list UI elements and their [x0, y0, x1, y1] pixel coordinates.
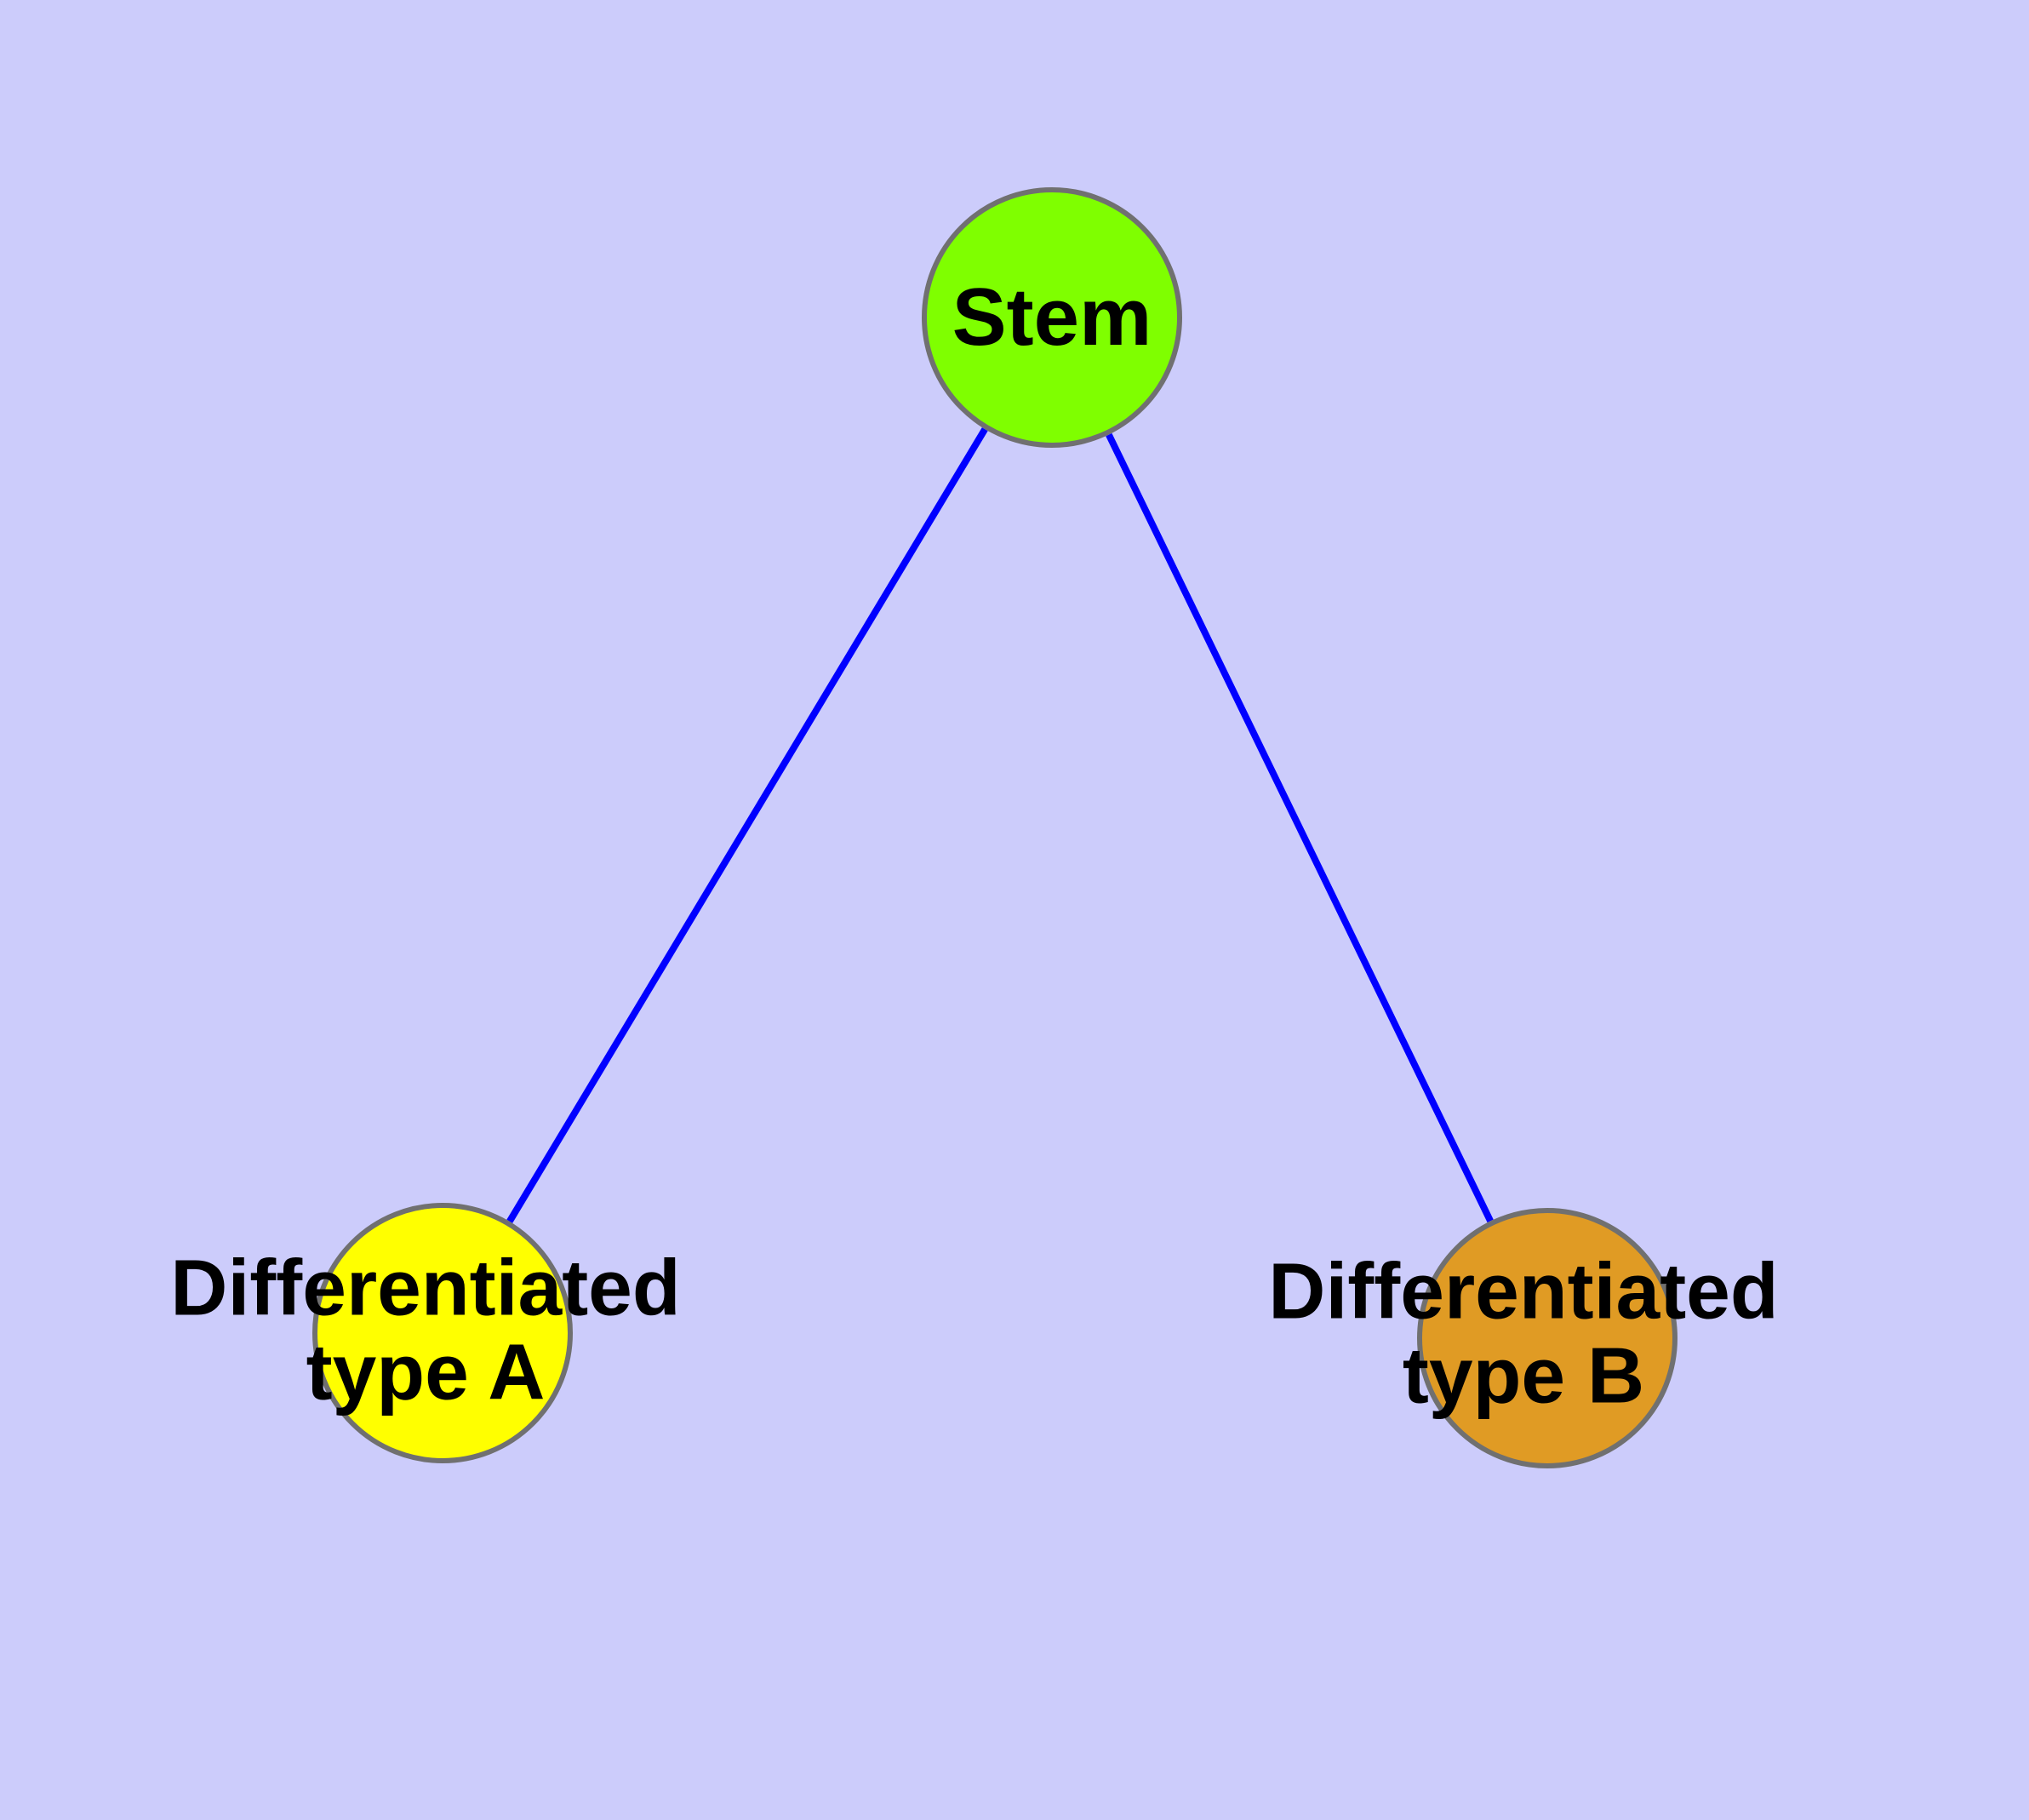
- graph-node-diff_b[interactable]: [1417, 1208, 1677, 1468]
- graph-node-stem[interactable]: [922, 187, 1182, 448]
- graph-edge: [1106, 432, 1494, 1223]
- graph-node-diff_a[interactable]: [312, 1203, 573, 1463]
- graph-edge: [506, 427, 988, 1223]
- edges-layer: [506, 427, 1494, 1223]
- nodes-layer: [312, 187, 1677, 1468]
